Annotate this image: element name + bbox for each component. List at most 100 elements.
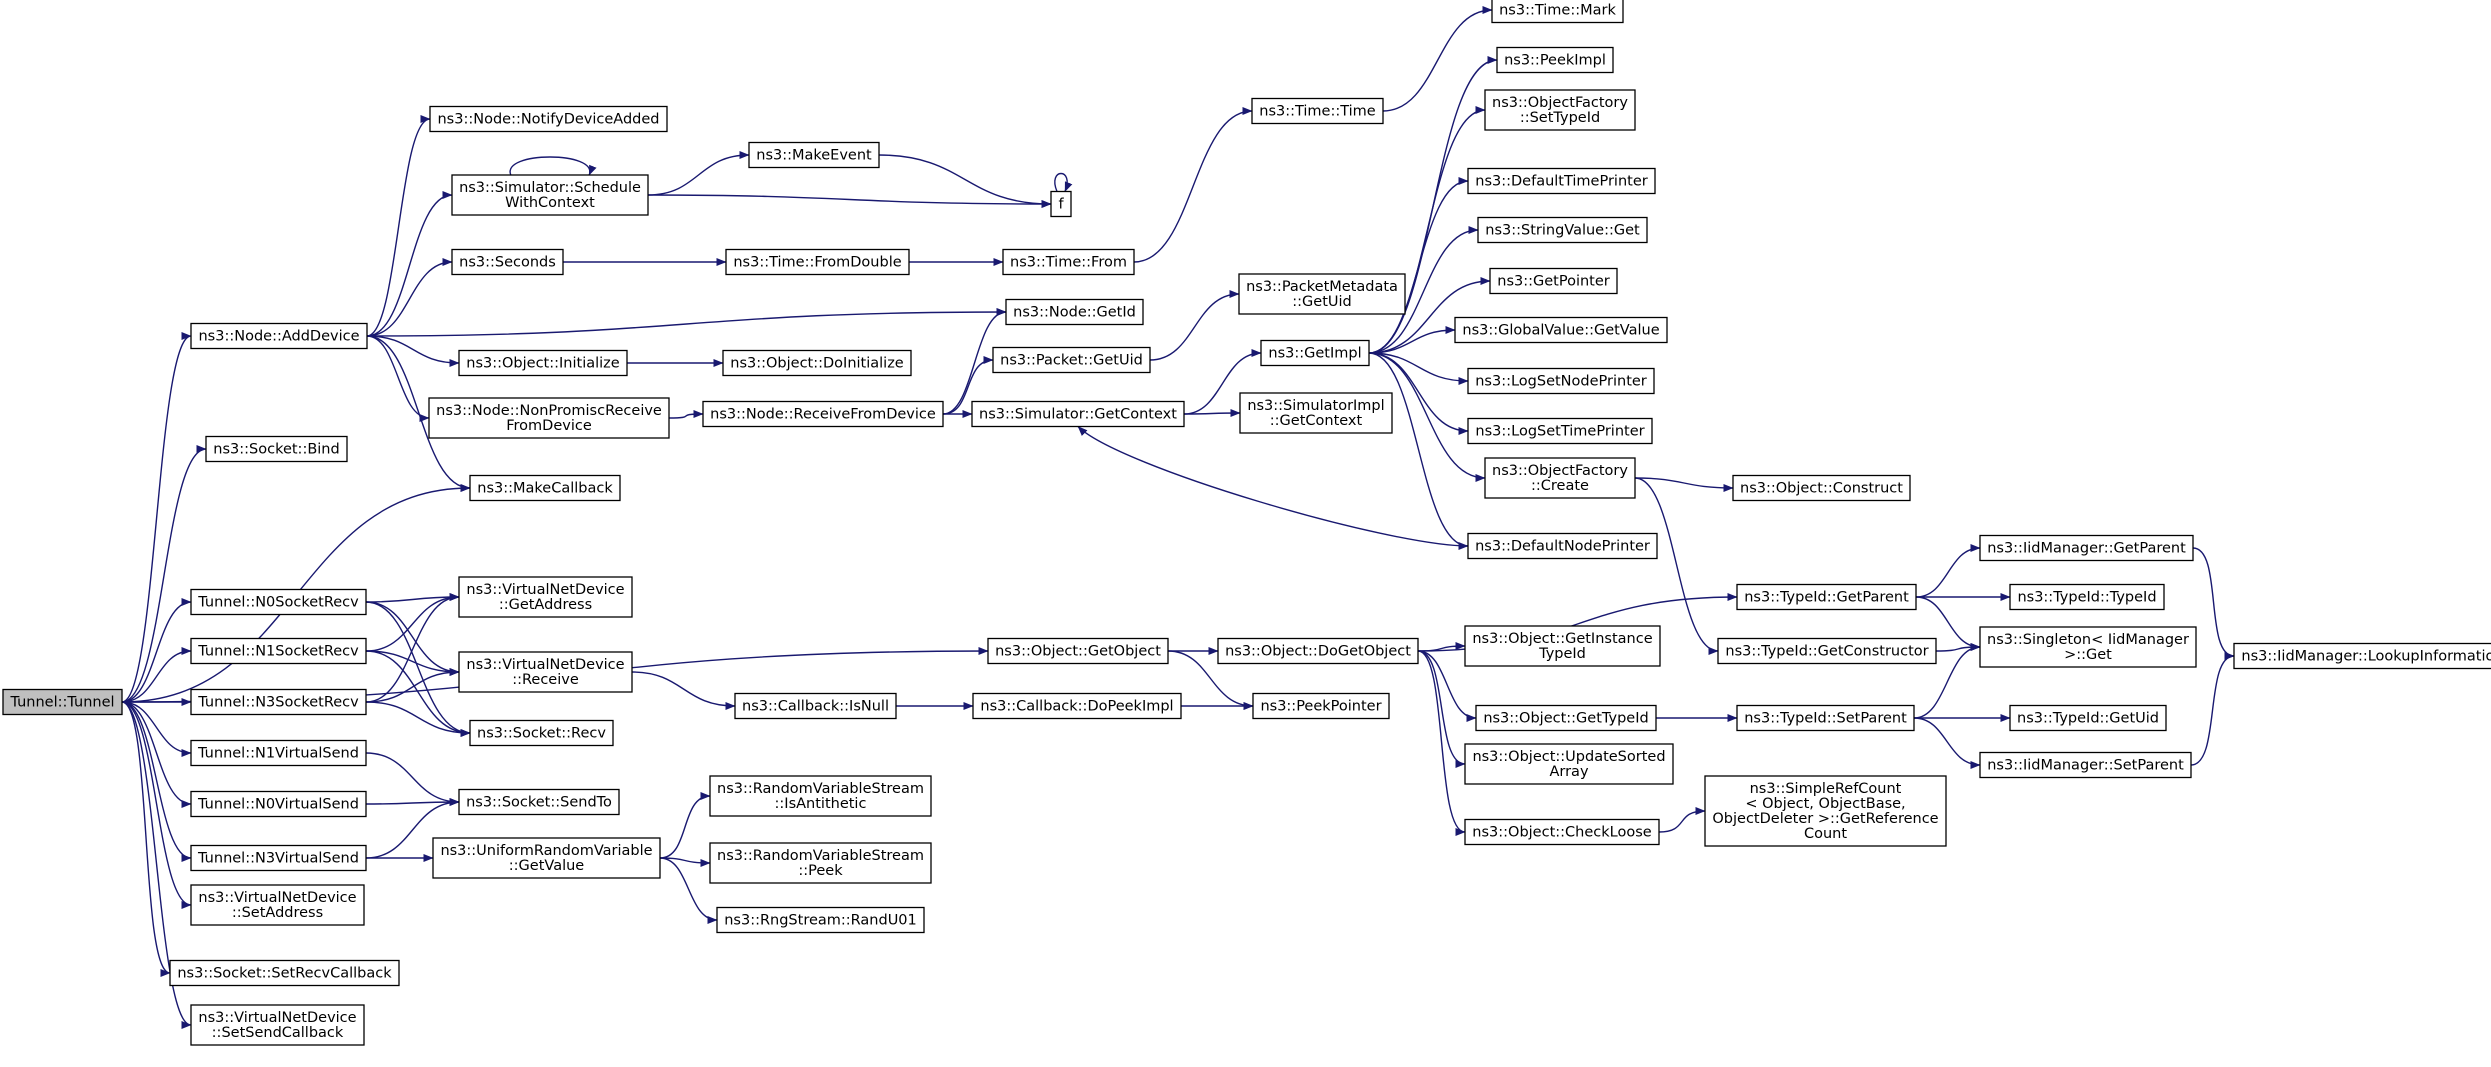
node-vndSetSendCallback[interactable]: ns3::VirtualNetDevice::SetSendCallback [190, 1004, 365, 1046]
edge-addDevice-to-seconds [366, 258, 453, 337]
node-objCheckLoose[interactable]: ns3::Object::CheckLoose [1464, 818, 1660, 846]
edge-tunnel-to-n1VirtualSend [121, 701, 192, 757]
node-iidLookupInformation[interactable]: ns3::IidManager::LookupInformation [2233, 642, 2491, 670]
node-n1VirtualSend[interactable]: Tunnel::N1VirtualSend [190, 739, 367, 767]
edge-n3SocketRecv-to-vndGetAddress [365, 593, 460, 703]
edge-scheduleWithContext-to-makeEvent [647, 151, 750, 196]
node-tunnel[interactable]: Tunnel::Tunnel [2, 688, 123, 716]
node-box [190, 790, 367, 818]
node-tidTypeId[interactable]: ns3::TypeId::TypeId [2009, 583, 2165, 611]
node-peekPointer[interactable]: ns3::PeekPointer [1252, 692, 1390, 720]
node-objInitialize[interactable]: ns3::Object::Initialize [458, 349, 628, 377]
node-ofSetTypeId[interactable]: ns3::ObjectFactory::SetTypeId [1484, 89, 1636, 131]
node-iidGetParent[interactable]: ns3::IidManager::GetParent [1979, 534, 2194, 562]
node-iidSetParent[interactable]: ns3::IidManager::SetParent [1979, 751, 2192, 779]
node-label: ns3::Callback::IsNull [742, 699, 889, 715]
node-callbackDoPeekImpl[interactable]: ns3::Callback::DoPeekImpl [972, 692, 1182, 720]
node-label: ns3::Object::DoInitialize [730, 356, 904, 372]
edge-tunnel-to-bind [121, 445, 207, 703]
node-label: ns3::TypeId::GetParent [1744, 590, 1909, 606]
node-getImpl[interactable]: ns3::GetImpl [1260, 339, 1370, 367]
node-label: ns3::SimulatorImpl [1247, 398, 1384, 414]
node-peekImpl[interactable]: ns3::PeekImpl [1496, 46, 1614, 74]
node-n1SocketRecv[interactable]: Tunnel::N1SocketRecv [190, 637, 367, 665]
node-setRecvCallback[interactable]: ns3::Socket::SetRecvCallback [169, 959, 400, 987]
node-vndGetAddress[interactable]: ns3::VirtualNetDevice::GetAddress [458, 576, 633, 618]
edge-n1SocketRecv-to-vndReceive [365, 650, 460, 676]
node-objGetObject[interactable]: ns3::Object::GetObject [987, 637, 1169, 665]
node-socketSendTo[interactable]: ns3::Socket::SendTo [458, 788, 620, 816]
node-timeTime[interactable]: ns3::Time::Time [1251, 97, 1384, 125]
node-gvGetValue[interactable]: ns3::GlobalValue::GetValue [1454, 316, 1668, 344]
node-vndSetAddress[interactable]: ns3::VirtualNetDevice::SetAddress [190, 884, 365, 926]
edge-n3VirtualSend-to-socketSendTo [365, 798, 460, 859]
node-singletonGet[interactable]: ns3::Singleton< IidManager>::Get [1979, 626, 2197, 668]
node-nodeReceiveFromDevice[interactable]: ns3::Node::ReceiveFromDevice [702, 400, 944, 428]
node-n0VirtualSend[interactable]: Tunnel::N0VirtualSend [190, 790, 367, 818]
node-stringValueGet[interactable]: ns3::StringValue::Get [1477, 216, 1648, 244]
edge-addDevice-to-nonPromisc [366, 335, 430, 422]
node-bind[interactable]: ns3::Socket::Bind [205, 435, 348, 463]
node-seconds[interactable]: ns3::Seconds [451, 248, 564, 276]
node-callbackIsNull[interactable]: ns3::Callback::IsNull [734, 692, 897, 720]
node-srcGetReferenceCount[interactable]: ns3::SimpleRefCount< Object, ObjectBase,… [1704, 775, 1947, 847]
node-simImplGetContext[interactable]: ns3::SimulatorImpl::GetContext [1239, 392, 1393, 434]
node-makeCallback[interactable]: ns3::MakeCallback [469, 474, 621, 502]
node-notifyDeviceAdded[interactable]: ns3::Node::NotifyDeviceAdded [429, 105, 668, 133]
node-box [451, 174, 649, 216]
edge-addDevice-to-nodeGetId [366, 308, 1007, 337]
node-f[interactable]: f [1050, 190, 1072, 218]
node-box [1005, 298, 1144, 326]
node-getPointer[interactable]: ns3::GetPointer [1489, 267, 1618, 295]
node-rngRandU01[interactable]: ns3::RngStream::RandU01 [716, 906, 925, 934]
node-label: ::SetTypeId [1520, 110, 1600, 126]
node-label: ns3::Simulator::Schedule [459, 180, 641, 196]
node-box [458, 788, 620, 816]
node-rvsIsAntithetic[interactable]: ns3::RandomVariableStream::IsAntithetic [709, 775, 932, 817]
node-timeFromDouble[interactable]: ns3::Time::FromDouble [725, 248, 910, 276]
node-makeEvent[interactable]: ns3::MakeEvent [748, 141, 880, 169]
node-logSetTimePrinter[interactable]: ns3::LogSetTimePrinter [1467, 417, 1653, 445]
node-label: Tunnel::N3SocketRecv [197, 695, 359, 711]
node-label: ns3::Callback::DoPeekImpl [980, 699, 1173, 715]
node-timeMark[interactable]: ns3::Time::Mark [1491, 0, 1624, 24]
node-ofCreate[interactable]: ns3::ObjectFactory::Create [1484, 457, 1636, 499]
node-objDoGetObject[interactable]: ns3::Object::DoGetObject [1217, 637, 1419, 665]
node-objGetTypeId[interactable]: ns3::Object::GetTypeId [1475, 704, 1657, 732]
node-box [1477, 216, 1648, 244]
node-vndReceive[interactable]: ns3::VirtualNetDevice::Receive [458, 651, 633, 693]
edge-getImpl-to-getPointer [1368, 277, 1491, 354]
node-box [2009, 704, 2167, 732]
node-tidGetConstructor[interactable]: ns3::TypeId::GetConstructor [1717, 637, 1937, 665]
node-box [1484, 457, 1636, 499]
node-n3VirtualSend[interactable]: Tunnel::N3VirtualSend [190, 844, 367, 872]
edge-tidGetParent-to-iidGetParent [1915, 544, 1981, 598]
node-simGetContext[interactable]: ns3::Simulator::GetContext [971, 400, 1185, 428]
node-addDevice[interactable]: ns3::Node::AddDevice [190, 322, 368, 350]
node-objConstruct[interactable]: ns3::Object::Construct [1732, 474, 1911, 502]
node-tidGetUid[interactable]: ns3::TypeId::GetUid [2009, 704, 2167, 732]
node-tidSetParent[interactable]: ns3::TypeId::SetParent [1736, 704, 1915, 732]
node-packetGetUid[interactable]: ns3::Packet::GetUid [992, 346, 1151, 374]
node-nodeGetId[interactable]: ns3::Node::GetId [1005, 298, 1144, 326]
node-box [1464, 818, 1660, 846]
node-logSetNodePrinter[interactable]: ns3::LogSetNodePrinter [1467, 367, 1655, 395]
node-label: ObjectDeleter >::GetReference [1712, 811, 1938, 827]
node-pmGetUid[interactable]: ns3::PacketMetadata::GetUid [1238, 273, 1406, 315]
node-timeFrom[interactable]: ns3::Time::From [1002, 248, 1135, 276]
node-defaultTimePrinter[interactable]: ns3::DefaultTimePrinter [1467, 167, 1656, 195]
node-rvsPeek[interactable]: ns3::RandomVariableStream::Peek [709, 842, 932, 884]
edge-nodeReceiveFromDevice-to-nodeGetId [942, 308, 1007, 415]
node-n0SocketRecv[interactable]: Tunnel::N0SocketRecv [190, 588, 367, 616]
node-socketRecv[interactable]: ns3::Socket::Recv [469, 719, 614, 747]
node-tidGetParent[interactable]: ns3::TypeId::GetParent [1736, 583, 1917, 611]
node-urvGetValue[interactable]: ns3::UniformRandomVariable::GetValue [432, 837, 661, 879]
node-objDoInitialize[interactable]: ns3::Object::DoInitialize [722, 349, 912, 377]
node-n3SocketRecv[interactable]: Tunnel::N3SocketRecv [190, 688, 367, 716]
node-defaultNodePrinter[interactable]: ns3::DefaultNodePrinter [1467, 532, 1658, 560]
